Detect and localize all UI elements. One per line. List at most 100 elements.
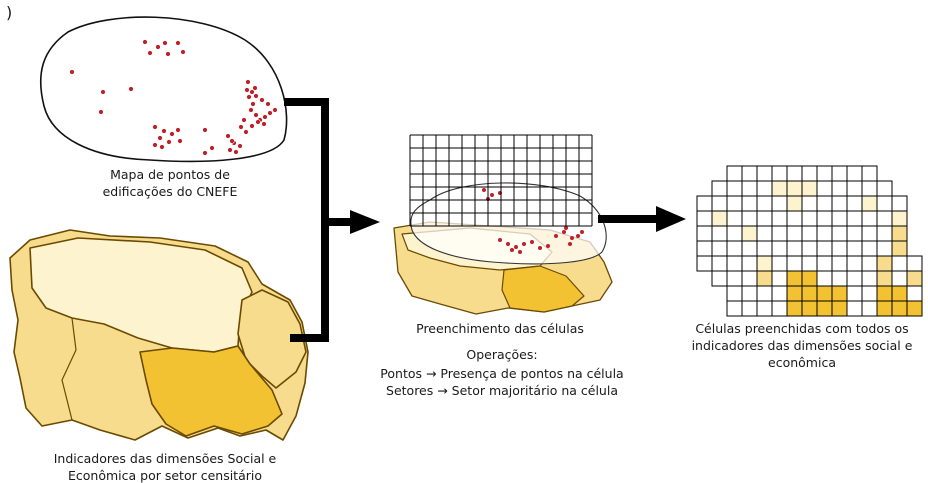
result-grid-cell	[876, 225, 893, 242]
cnefe-point	[233, 149, 239, 155]
result-grid-cell	[786, 300, 803, 317]
result-grid-cell	[876, 180, 893, 197]
result-grid-cell	[756, 165, 773, 182]
result-grid-cell	[711, 195, 728, 212]
result-grid-cell	[756, 300, 773, 317]
result-grid-cell	[741, 285, 758, 302]
cnefe-point	[246, 94, 252, 100]
cnefe-point	[180, 49, 186, 55]
result-grid-cell	[771, 210, 788, 227]
overlay-point	[554, 234, 558, 238]
operations-line-sectors: Setores → Setor majoritário na célula	[386, 383, 618, 398]
result-grid-cell	[906, 270, 923, 287]
result-grid-cell	[891, 195, 908, 212]
cnefe-point	[272, 107, 278, 113]
result-grid-cell	[711, 240, 728, 257]
result-grid-cell	[846, 270, 863, 287]
result-grid-cell	[741, 270, 758, 287]
result-grid-cell	[831, 285, 848, 302]
cnefe-caption-line-1: Mapa de pontos de	[110, 167, 230, 182]
result-grid-cell	[891, 240, 908, 257]
cnefe-caption-line-2: edificações do CNEFE	[102, 184, 238, 199]
cnefe-point	[229, 138, 235, 144]
result-grid-cell	[891, 285, 908, 302]
overlay-point	[576, 234, 580, 238]
operations-block: Operações: Pontos → Presença de pontos n…	[372, 346, 632, 399]
cnefe-point	[250, 101, 256, 107]
sector-divider	[61, 317, 77, 421]
result-grid-cell	[831, 180, 848, 197]
cnefe-point	[265, 101, 271, 107]
sectors-caption: Indicadores das dimensões Social e Econô…	[40, 450, 290, 483]
sector-polygon-strong	[139, 345, 283, 437]
result-grid-cell	[756, 180, 773, 197]
result-grid-cell	[846, 255, 863, 272]
cnefe-point	[128, 86, 134, 92]
cnefe-point	[249, 89, 255, 95]
overlay-point	[564, 226, 568, 230]
result-grid	[696, 165, 923, 317]
arrow-2-shaft	[598, 215, 658, 223]
result-grid-cell	[726, 195, 743, 212]
result-caption-line-3: econômica	[768, 355, 836, 370]
cnefe-outline	[39, 16, 288, 163]
result-grid-cell	[726, 165, 743, 182]
cnefe-point	[261, 121, 267, 127]
cnefe-point	[245, 79, 251, 85]
cnefe-points	[69, 39, 278, 156]
result-grid-cell	[846, 210, 863, 227]
overlay-point	[562, 230, 566, 234]
cnefe-point	[227, 147, 233, 153]
result-grid-cell	[786, 255, 803, 272]
result-grid-cell	[861, 240, 878, 257]
result-grid-cell	[876, 285, 893, 302]
result-grid-cell	[816, 195, 833, 212]
cnefe-point	[162, 40, 168, 46]
result-grid-cell	[876, 210, 893, 227]
result-grid-cell	[861, 165, 878, 182]
result-grid-cell	[771, 165, 788, 182]
result-grid-cell	[771, 195, 788, 212]
result-caption-line-2: indicadores das dimensões social e	[691, 338, 913, 353]
result-grid-cell	[711, 180, 728, 197]
result-grid-cell	[846, 240, 863, 257]
result-grid-cell	[861, 180, 878, 197]
merge-connector	[284, 98, 380, 342]
overlay-point	[568, 242, 572, 246]
result-grid-cell	[726, 255, 743, 272]
result-grid-cell	[756, 225, 773, 242]
cnefe-point	[243, 129, 249, 135]
result-grid-cell	[771, 225, 788, 242]
result-grid-cell	[831, 195, 848, 212]
result-grid-cell	[861, 195, 878, 212]
result-grid-cell	[771, 240, 788, 257]
cnefe-point	[253, 112, 259, 118]
cnefe-point	[69, 69, 75, 75]
result-grid-cell	[801, 210, 818, 227]
result-grid-cell	[711, 270, 728, 287]
cnefe-point	[157, 135, 163, 141]
overlay-point	[570, 236, 574, 240]
cnefe-point	[248, 107, 254, 113]
result-grid-cell	[906, 255, 923, 272]
result-grid-cell	[726, 210, 743, 227]
cnefe-point	[165, 51, 171, 57]
result-grid-cell	[786, 225, 803, 242]
result-grid-cell	[786, 195, 803, 212]
cnefe-point	[255, 119, 261, 125]
result-grid-cell	[756, 210, 773, 227]
result-grid-cell	[711, 210, 728, 227]
result-grid-cell	[876, 195, 893, 212]
result-grid-cell	[726, 300, 743, 317]
cnefe-point	[100, 89, 106, 95]
overlay-point	[498, 238, 502, 242]
result-caption: Células preenchidas com todos os indicad…	[676, 320, 928, 371]
result-grid-cell	[756, 240, 773, 257]
result-grid-cell	[726, 270, 743, 287]
result-grid-cell	[696, 195, 713, 212]
cnefe-point	[152, 142, 158, 148]
cnefe-point	[161, 128, 167, 134]
result-grid-cell	[906, 285, 923, 302]
result-grid-cell	[801, 225, 818, 242]
result-grid-cell	[801, 180, 818, 197]
